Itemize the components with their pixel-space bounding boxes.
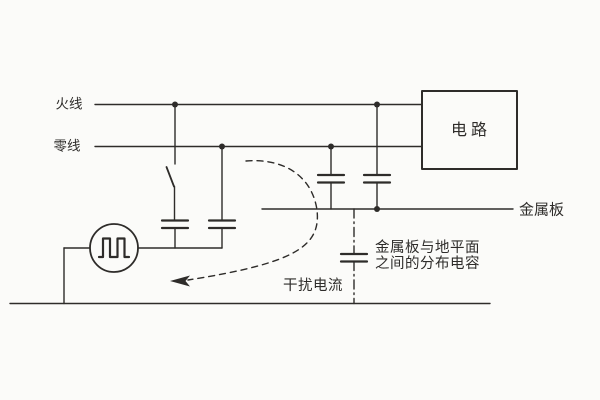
wire-layer [9, 90, 518, 305]
interference-current-path [187, 159, 319, 281]
mark-layer [170, 101, 380, 287]
neutral-wire-label: 零线 [54, 139, 81, 154]
junction-dot [219, 143, 225, 150]
switch-icon [165, 166, 175, 188]
metal-plate-label: 金属板 [519, 201, 564, 219]
live-wire-label: 火线 [56, 97, 83, 112]
stray-capacitance-label-line2: 之间的分布电容 [375, 255, 480, 272]
circuit-box [421, 90, 518, 170]
square-wave-icon [97, 237, 131, 259]
interference-current-label: 干扰电流 [283, 277, 343, 294]
interference-current-arrow [170, 275, 190, 287]
circuit-box-label: 电路 [451, 121, 491, 139]
junction-dot [374, 101, 380, 108]
stray-capacitance-label-line1: 金属板与地平面 [375, 238, 480, 256]
junction-dot [328, 143, 334, 150]
junction-dot [374, 206, 380, 212]
junction-dot [172, 101, 178, 108]
label-layer: 火线 零线 电路 金属板 金属板与地平面 之间的分布电容 干扰电流 [54, 97, 565, 295]
